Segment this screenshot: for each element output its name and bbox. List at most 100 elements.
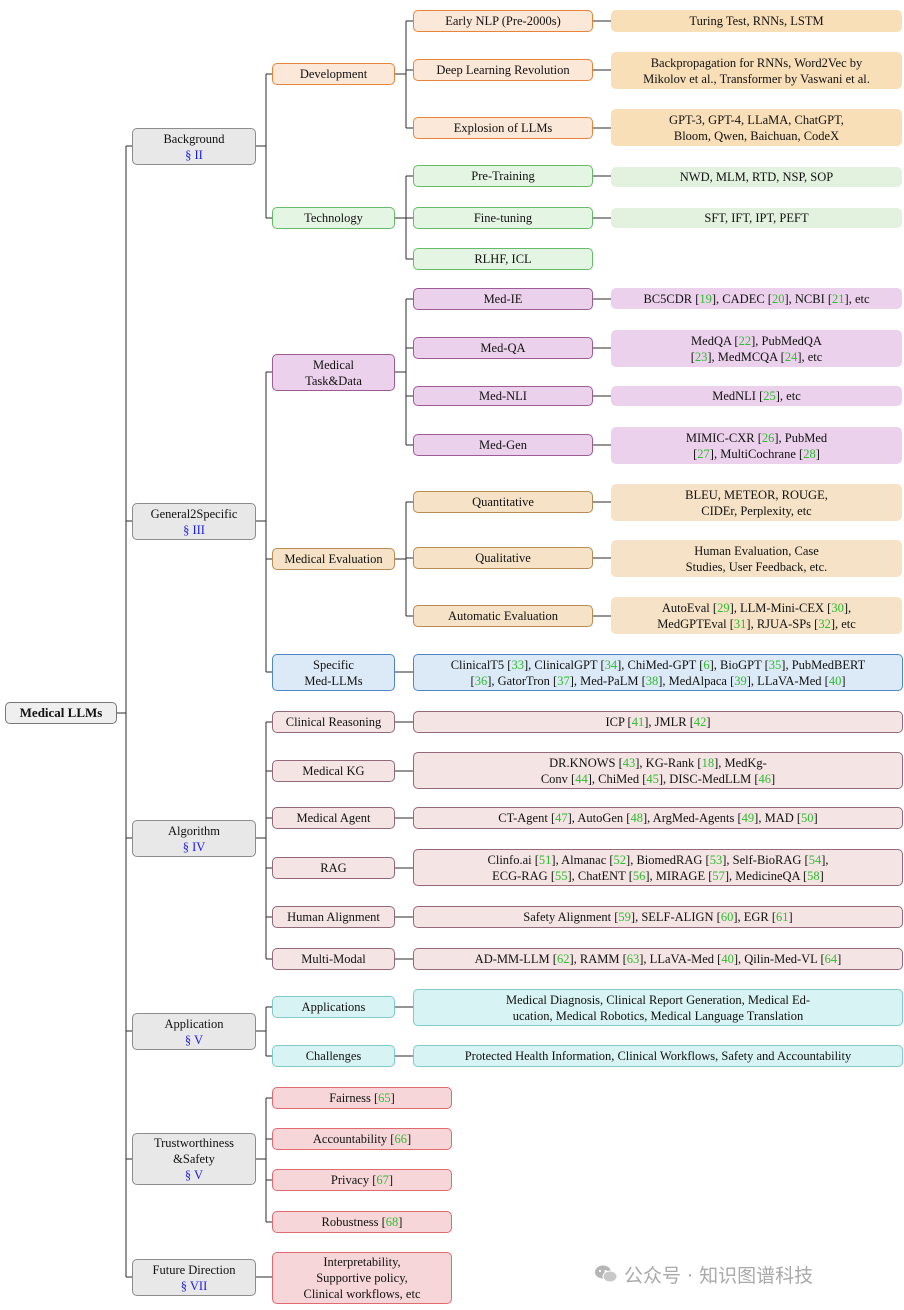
citation-link[interactable]: 36 <box>474 673 488 688</box>
citation-link[interactable]: 66 <box>394 1132 407 1146</box>
citation-link[interactable]: 58 <box>807 868 820 883</box>
citation-link[interactable]: 40 <box>828 673 842 688</box>
text: ], MultiCochrane [ <box>709 446 804 461</box>
leaf-automatic-line-1: AutoEval [29], LLM-Mini-CEX [30], <box>662 600 851 616</box>
leaf-automatic-line-2: MedGPTEval [31], RJUA-SPs [32], etc <box>657 616 856 632</box>
node-early-nlp: Early NLP (Pre-2000s) <box>413 10 593 32</box>
node-qualitative-label: Qualitative <box>475 551 531 565</box>
citation-link[interactable]: 54 <box>808 852 822 867</box>
leaf-med-nli: MedNLI [25], etc <box>611 386 902 406</box>
leaf-quantitative-line-2: CIDEr, Perplexity, etc <box>701 503 812 518</box>
citation-link[interactable]: 34 <box>604 657 618 672</box>
section-ref[interactable]: § VII <box>180 1278 208 1293</box>
node-accountability-label: Accountability [66] <box>313 1131 411 1147</box>
citation-link[interactable]: 23 <box>694 349 708 364</box>
citation-link[interactable]: 31 <box>733 616 747 631</box>
node-development-label: Development <box>299 67 368 81</box>
node-rlhf-label: RLHF, ICL <box>474 252 532 266</box>
citation-link[interactable]: 55 <box>554 868 568 883</box>
text: ], MIRAGE [ <box>645 868 713 883</box>
node-specific-label-2: Med-LLMs <box>304 673 363 688</box>
node-medical-kg: Medical KG <box>272 760 395 782</box>
citation-link[interactable]: 33 <box>511 657 524 672</box>
citation-link[interactable]: 67 <box>376 1173 389 1187</box>
node-future-label: Future Direction <box>152 1262 236 1277</box>
node-trust-label-1: Trustworthiness <box>153 1136 235 1150</box>
citation-link[interactable]: 6 <box>703 657 710 672</box>
citation-link[interactable]: 24 <box>784 349 798 364</box>
section-ref[interactable]: § IV <box>182 839 206 854</box>
watermark: 公众号 · 知识图谱科技 <box>594 1260 894 1288</box>
citation-link[interactable]: 25 <box>763 389 776 403</box>
citation-link[interactable]: 44 <box>575 771 588 786</box>
citation-link[interactable]: 35 <box>768 657 782 672</box>
citation-link[interactable]: 26 <box>761 430 775 445</box>
node-fairness-label: Fairness [65] <box>329 1090 395 1106</box>
citation-link[interactable]: 56 <box>632 868 646 883</box>
leaf-medical-kg: DR.KNOWS [43], KG-Rank [18], MedKg- Conv… <box>413 752 903 789</box>
citation-link[interactable]: 65 <box>378 1091 391 1105</box>
leaf-pre-training-text: NWD, MLM, RTD, NSP, SOP <box>679 170 834 184</box>
citation-link[interactable]: 18 <box>701 755 715 770</box>
citation-link[interactable]: 49 <box>741 811 755 825</box>
leaf-explosion-of-llms: GPT-3, GPT-4, LLaMA, ChatGPT, Bloom, Qwe… <box>611 109 902 146</box>
citation-link[interactable]: 60 <box>720 910 734 924</box>
citation-link[interactable]: 43 <box>622 755 636 770</box>
text: CT-Agent [ <box>498 811 556 825</box>
citation-link[interactable]: 62 <box>556 952 570 966</box>
leaf-quantitative: BLEU, METEOR, ROUGE, CIDEr, Perplexity, … <box>611 484 902 521</box>
section-ref[interactable]: § V <box>184 1168 204 1182</box>
node-challenges: Challenges <box>272 1045 395 1067</box>
citation-link[interactable]: 32 <box>818 616 831 631</box>
leaf-specific-line-2: [36], GatorTron [37], Med-PaLM [38], Med… <box>471 673 846 689</box>
node-fairness: Fairness [65] <box>272 1087 452 1109</box>
citation-link[interactable]: 64 <box>824 952 838 966</box>
citation-link[interactable]: 57 <box>712 868 725 883</box>
citation-link[interactable]: 61 <box>776 910 789 924</box>
node-clinical-reasoning: Clinical Reasoning <box>272 711 395 733</box>
text: ], etc <box>830 616 856 631</box>
citation-link[interactable]: 39 <box>734 673 747 688</box>
node-background-label: Background <box>163 131 225 146</box>
citation-link[interactable]: 52 <box>613 852 627 867</box>
text: ] <box>819 868 824 883</box>
node-future-direction: Future Direction § VII <box>132 1259 256 1296</box>
citation-link[interactable]: 59 <box>618 910 631 924</box>
citation-link[interactable]: 19 <box>699 291 712 306</box>
future-line-2: Supportive policy, <box>316 1271 408 1285</box>
citation-link[interactable]: 37 <box>557 673 570 688</box>
citation-link[interactable]: 28 <box>803 446 816 461</box>
citation-link[interactable]: 50 <box>801 811 814 825</box>
citation-link[interactable]: 42 <box>693 715 707 729</box>
leaf-rag: Clinfo.ai [51], Almanac [52], BiomedRAG … <box>413 849 903 886</box>
citation-link[interactable]: 45 <box>646 771 659 786</box>
citation-link[interactable]: 47 <box>555 811 568 825</box>
section-ref[interactable]: § III <box>183 522 205 537</box>
citation-link[interactable]: 21 <box>832 291 845 306</box>
citation-link[interactable]: 53 <box>709 852 723 867</box>
citation-link[interactable]: 46 <box>758 771 772 786</box>
citation-link[interactable]: 20 <box>771 291 785 306</box>
text: ], ChiMed [ <box>587 771 647 786</box>
node-future-leaf: Interpretability, Supportive policy, Cli… <box>272 1252 452 1304</box>
text: DR.KNOWS [ <box>549 755 623 770</box>
node-medical-agent: Medical Agent <box>272 807 395 829</box>
citation-link[interactable]: 30 <box>831 600 844 615</box>
citation-link[interactable]: 38 <box>645 673 659 688</box>
citation-link[interactable]: 41 <box>631 715 645 729</box>
section-ref[interactable]: § II <box>185 147 203 162</box>
leaf-med-gen-line-2: [27], MultiCochrane [28] <box>693 446 820 462</box>
citation-link[interactable]: 22 <box>738 333 752 348</box>
citation-link[interactable]: 68 <box>385 1215 399 1229</box>
text: Clinfo.ai [ <box>487 852 539 867</box>
citation-link[interactable]: 63 <box>626 952 640 966</box>
citation-link[interactable]: 51 <box>538 852 552 867</box>
section-ref[interactable]: § V <box>184 1032 204 1047</box>
citation-link[interactable]: 27 <box>697 446 710 461</box>
text: ] <box>406 1132 412 1146</box>
citation-link[interactable]: 29 <box>717 600 730 615</box>
node-quantitative-label: Quantitative <box>472 495 534 509</box>
citation-link[interactable]: 40 <box>721 952 734 966</box>
citation-link[interactable]: 48 <box>630 811 643 825</box>
text: [ <box>693 446 698 461</box>
